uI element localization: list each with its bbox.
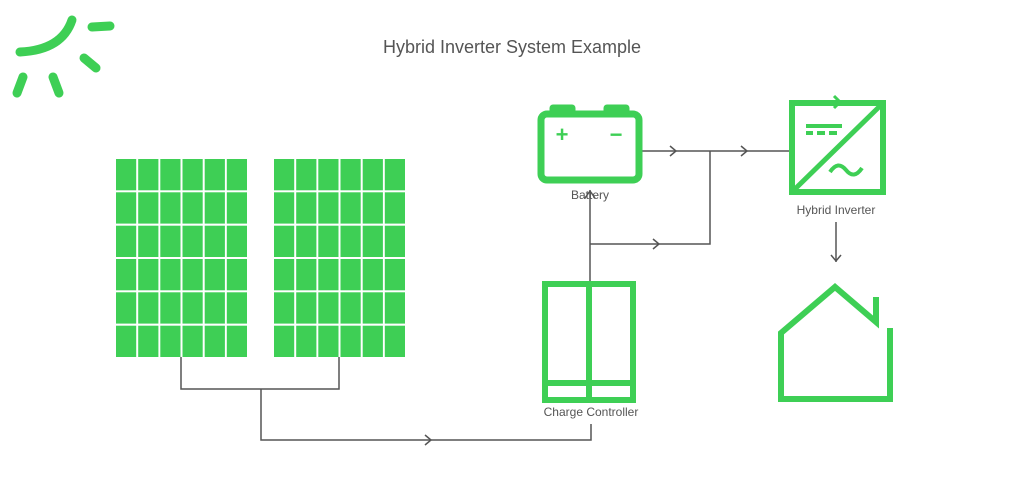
sun-icon [12, 15, 115, 98]
solar-cell [274, 292, 295, 324]
solar-cell [138, 292, 159, 324]
solar-cell [362, 325, 383, 357]
house-icon [778, 283, 893, 402]
solar-cell [340, 325, 361, 357]
solar-cell [160, 259, 181, 291]
battery-minus: − [610, 122, 623, 147]
solar-cell [182, 325, 203, 357]
solar-cell [340, 225, 361, 257]
diagram-title: Hybrid Inverter System Example [382, 37, 642, 57]
arrow-to-inverter [740, 145, 749, 157]
solar-cell [384, 259, 405, 291]
solar-panel-right [274, 159, 405, 357]
solar-cell [226, 325, 247, 357]
arrow-battery-out [669, 145, 678, 157]
solar-cell [318, 259, 339, 291]
solar-cell [384, 225, 405, 257]
solar-cell [362, 225, 383, 257]
solar-cell [340, 159, 361, 191]
solar-cell [274, 192, 295, 224]
solar-cell [138, 159, 159, 191]
solar-cell [362, 292, 383, 324]
arrow-to-home [830, 254, 842, 263]
solar-cell [296, 192, 317, 224]
solar-cell [116, 159, 137, 191]
solar-panel-left [116, 159, 247, 357]
solar-cell [138, 225, 159, 257]
solar-cell [318, 292, 339, 324]
solar-cell [204, 259, 225, 291]
solar-cell [116, 259, 137, 291]
solar-cell [204, 292, 225, 324]
solar-cell [160, 325, 181, 357]
charge-controller-icon [542, 281, 636, 403]
solar-cell [362, 259, 383, 291]
solar-cell [226, 259, 247, 291]
solar-cell [204, 192, 225, 224]
solar-cell [318, 225, 339, 257]
solar-cell [226, 225, 247, 257]
battery-icon [537, 104, 643, 184]
solar-cell [274, 325, 295, 357]
arrow-to-junction [652, 238, 661, 250]
solar-cell [160, 159, 181, 191]
solar-cell [138, 259, 159, 291]
solar-cell [138, 325, 159, 357]
solar-cell [204, 159, 225, 191]
solar-cell [296, 292, 317, 324]
solar-cell [318, 325, 339, 357]
solar-cell [138, 192, 159, 224]
solar-cell [340, 292, 361, 324]
solar-cell [182, 192, 203, 224]
solar-panel-icon [116, 159, 405, 357]
wiring [180, 150, 837, 441]
solar-cell [274, 259, 295, 291]
solar-cell [116, 292, 137, 324]
battery-plus: + [556, 122, 569, 147]
solar-cell [182, 292, 203, 324]
solar-cell [182, 159, 203, 191]
solar-cell [340, 192, 361, 224]
solar-cell [116, 325, 137, 357]
solar-cell [160, 292, 181, 324]
controller-label: Charge Controller [544, 405, 639, 419]
solar-cell [274, 225, 295, 257]
inverter-icon [789, 94, 886, 195]
solar-cell [116, 225, 137, 257]
solar-cell [204, 325, 225, 357]
solar-cell [204, 225, 225, 257]
solar-cell [296, 325, 317, 357]
solar-cell [182, 225, 203, 257]
arrow-to-battery [584, 189, 596, 199]
solar-cell [226, 192, 247, 224]
flow-arrows [424, 145, 842, 446]
solar-cell [362, 192, 383, 224]
solar-cell [160, 225, 181, 257]
solar-cell [182, 259, 203, 291]
solar-cell [362, 159, 383, 191]
solar-cell [318, 159, 339, 191]
solar-cell [384, 192, 405, 224]
solar-cell [384, 325, 405, 357]
solar-cell [296, 259, 317, 291]
solar-cell [318, 192, 339, 224]
solar-cell [296, 159, 317, 191]
arrow-to-controller [424, 434, 433, 446]
solar-cell [226, 159, 247, 191]
battery-label: Battery [571, 188, 609, 202]
solar-cell [296, 225, 317, 257]
solar-cell [160, 192, 181, 224]
inverter-label: Hybrid Inverter [797, 203, 876, 217]
solar-cell [384, 292, 405, 324]
solar-cell [340, 259, 361, 291]
solar-cell [116, 192, 137, 224]
solar-cell [226, 292, 247, 324]
solar-cell [384, 159, 405, 191]
solar-cell [274, 159, 295, 191]
